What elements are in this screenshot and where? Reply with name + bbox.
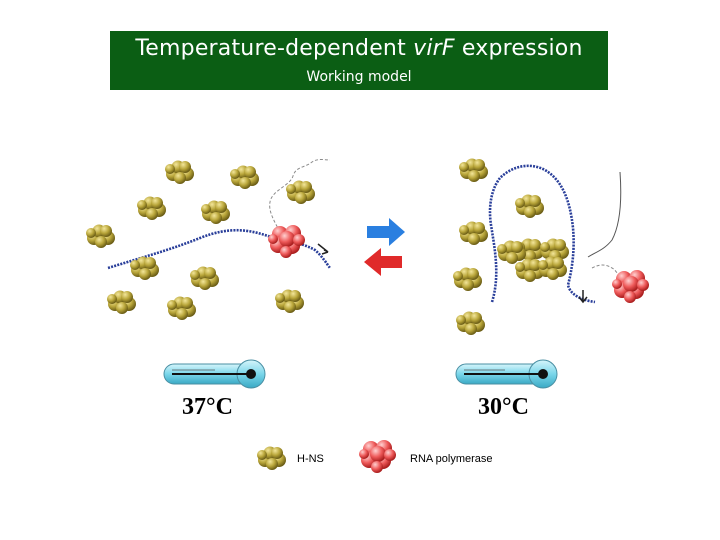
rna-polymerase bbox=[612, 270, 649, 303]
title-banner: Temperature-dependent virF expression Wo… bbox=[110, 31, 608, 90]
title-prefix: Temperature-dependent bbox=[135, 36, 414, 61]
temperature-label-37: 37°C bbox=[182, 394, 233, 420]
hns-dimer bbox=[456, 311, 485, 335]
legend-hns-label: H-NS bbox=[297, 453, 324, 465]
mrna-thread-left bbox=[269, 159, 331, 237]
page-title: Temperature-dependent virF expression bbox=[110, 36, 608, 61]
hns-dimer bbox=[86, 224, 115, 248]
legend-rnap-label: RNA polymerase bbox=[410, 453, 493, 465]
promoter-arrow-left bbox=[317, 243, 329, 255]
hns-dimer bbox=[167, 296, 196, 320]
mrna-thread-right bbox=[587, 171, 622, 258]
hns-dimer bbox=[286, 180, 315, 204]
hns-dimer bbox=[459, 158, 488, 182]
thermometer-right bbox=[455, 359, 558, 389]
hns-dimer bbox=[230, 165, 259, 189]
dna-strand-left bbox=[107, 228, 332, 270]
hns-dimer bbox=[515, 194, 544, 218]
subtitle: Working model bbox=[306, 69, 412, 85]
hns-dimer bbox=[165, 160, 194, 184]
hns-dimer bbox=[459, 221, 488, 245]
hns-dimer bbox=[201, 200, 230, 224]
hns-dimer bbox=[137, 196, 166, 220]
dna-strand-right bbox=[488, 164, 596, 304]
hns-dimer bbox=[497, 240, 526, 264]
legend-rnap-icon bbox=[359, 440, 396, 473]
rna-polymerase bbox=[268, 225, 305, 258]
temperature-label-30: 30°C bbox=[478, 394, 529, 420]
left-panel bbox=[86, 159, 332, 320]
legend-hns-icon bbox=[257, 446, 286, 470]
hns-dimer bbox=[190, 266, 219, 290]
arrow-forward-icon bbox=[367, 218, 405, 246]
title-suffix: expression bbox=[454, 36, 583, 61]
equilibrium-arrows bbox=[364, 218, 405, 276]
gene-name: virF bbox=[413, 36, 455, 61]
thermometer-left bbox=[163, 359, 266, 389]
right-panel bbox=[453, 158, 649, 335]
hns-dimer bbox=[453, 267, 482, 291]
hns-dimer bbox=[107, 290, 136, 314]
promoter-arrow-right bbox=[578, 290, 588, 304]
arrow-back-icon bbox=[364, 248, 402, 276]
hns-dimer bbox=[275, 289, 304, 313]
